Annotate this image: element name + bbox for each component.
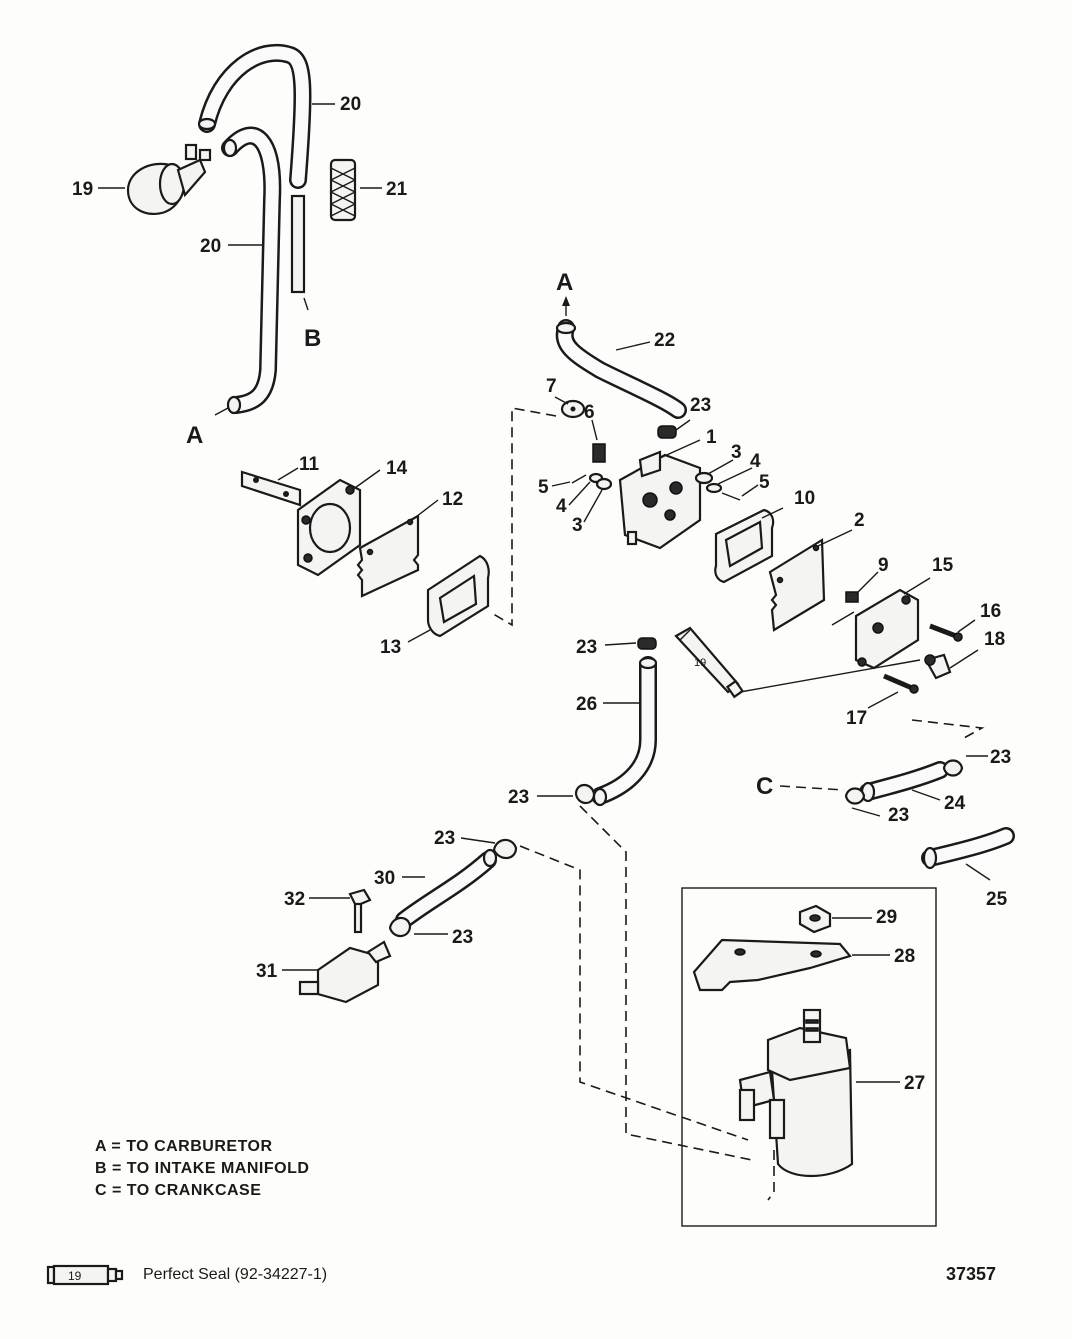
callout-4-left: 4	[556, 496, 567, 517]
fitting-31	[298, 940, 392, 1004]
legend-a: A = TO CARBURETOR	[95, 1138, 273, 1155]
callout-16: 16	[980, 601, 1001, 622]
hose-22	[555, 319, 687, 419]
clamp-23-e	[844, 787, 866, 805]
callout-23-c: 23	[508, 787, 529, 808]
callout-21: 21	[386, 179, 408, 200]
callout-5-left: 5	[538, 477, 549, 498]
callout-29: 29	[876, 907, 897, 928]
callout-14: 14	[386, 458, 408, 479]
spring-9	[845, 591, 859, 603]
filter-screen-21	[329, 158, 357, 222]
callout-23-g: 23	[452, 927, 473, 948]
connector-c: C	[756, 773, 773, 800]
callout-7: 7	[546, 376, 557, 397]
callout-32: 32	[284, 889, 305, 910]
callout-3-right: 3	[731, 442, 742, 463]
callout-25: 25	[986, 889, 1008, 910]
retainer-screw-5b	[721, 492, 741, 501]
clamp-23-b	[637, 637, 657, 650]
inline-filter-19	[126, 143, 212, 216]
nut-29	[798, 904, 832, 934]
retainer-screw-5a	[571, 474, 587, 484]
callout-6: 6	[584, 402, 595, 423]
callout-26: 26	[576, 694, 597, 715]
hose-30	[395, 848, 498, 929]
callout-23-f: 23	[434, 828, 455, 849]
hose-20-upper	[197, 43, 312, 294]
spring-6	[592, 443, 606, 463]
clamp-23-a	[657, 425, 677, 439]
connector-a-left: A	[186, 422, 203, 449]
callout-23-b: 23	[576, 637, 597, 658]
callout-22: 22	[654, 330, 675, 351]
callout-20-lower: 20	[200, 236, 221, 257]
gasket-12	[356, 514, 420, 598]
perfect-seal-icon	[46, 1264, 124, 1286]
fuel-pump-body-1	[618, 450, 702, 550]
elbow-fitting-18	[924, 653, 952, 680]
diaphragm-2	[768, 538, 826, 632]
callout-15: 15	[932, 555, 954, 576]
valve-3b	[694, 471, 714, 485]
fuel-filter-27	[738, 1008, 854, 1178]
hose-26	[591, 656, 658, 807]
adapter-plate-14	[296, 478, 362, 577]
perfect-seal-tube-19	[674, 626, 745, 699]
callout-23-a: 23	[690, 395, 711, 416]
hose-20-lower	[221, 126, 282, 415]
callout-10: 10	[794, 488, 815, 509]
connector-a-top: A	[556, 269, 573, 296]
bracket-28	[692, 938, 852, 992]
callout-28: 28	[894, 946, 915, 967]
legend-b: B = TO INTAKE MANIFOLD	[95, 1160, 310, 1177]
clamp-23-f	[492, 838, 518, 860]
filter-kit-box	[681, 887, 937, 1227]
callout-1: 1	[706, 427, 717, 448]
callout-4-right: 4	[750, 451, 761, 472]
perfect-seal-icon-label: 19	[68, 1269, 82, 1283]
screw-16	[929, 623, 963, 642]
callout-30: 30	[374, 868, 395, 889]
callout-17: 17	[846, 708, 867, 729]
callout-19: 19	[72, 179, 93, 200]
figure-number: 37357	[946, 1264, 997, 1284]
gasket-10	[714, 508, 775, 584]
check-valve-7	[560, 399, 586, 419]
callout-23-e: 23	[888, 805, 909, 826]
clamp-23-d	[942, 759, 964, 777]
connector-b: B	[304, 325, 321, 352]
perfect-seal-note: Perfect Seal (92-34227-1)	[143, 1266, 328, 1283]
pump-cover-15	[854, 588, 920, 670]
callout-31: 31	[256, 961, 278, 982]
gasket-plate-11	[240, 470, 302, 507]
callout-18: 18	[984, 629, 1005, 650]
callout-23-d: 23	[990, 747, 1011, 768]
connection-legend: A = TO CARBURETOR B = TO INTAKE MANIFOLD…	[95, 1136, 309, 1202]
valve-3a	[595, 477, 613, 491]
callout-20-upper: 20	[340, 94, 361, 115]
callout-2: 2	[854, 510, 865, 531]
screw-17	[883, 673, 919, 694]
callout-9: 9	[878, 555, 889, 576]
callout-12: 12	[442, 489, 463, 510]
clamp-23-c	[574, 783, 596, 805]
callout-11: 11	[299, 454, 320, 475]
screw-32	[348, 888, 372, 934]
hose-25	[921, 827, 1015, 870]
callout-27: 27	[904, 1073, 925, 1094]
gasket-13	[426, 554, 490, 638]
legend-c: C = TO CRANKCASE	[95, 1182, 262, 1199]
arrow-a-top	[562, 296, 570, 306]
seal-tube-label: 19	[694, 657, 706, 669]
clamp-23-g	[388, 916, 412, 938]
callout-3-left: 3	[572, 515, 583, 536]
washer-4b	[705, 482, 723, 494]
callout-24: 24	[944, 793, 966, 814]
callout-13: 13	[380, 637, 401, 658]
callout-5-right: 5	[759, 472, 770, 493]
